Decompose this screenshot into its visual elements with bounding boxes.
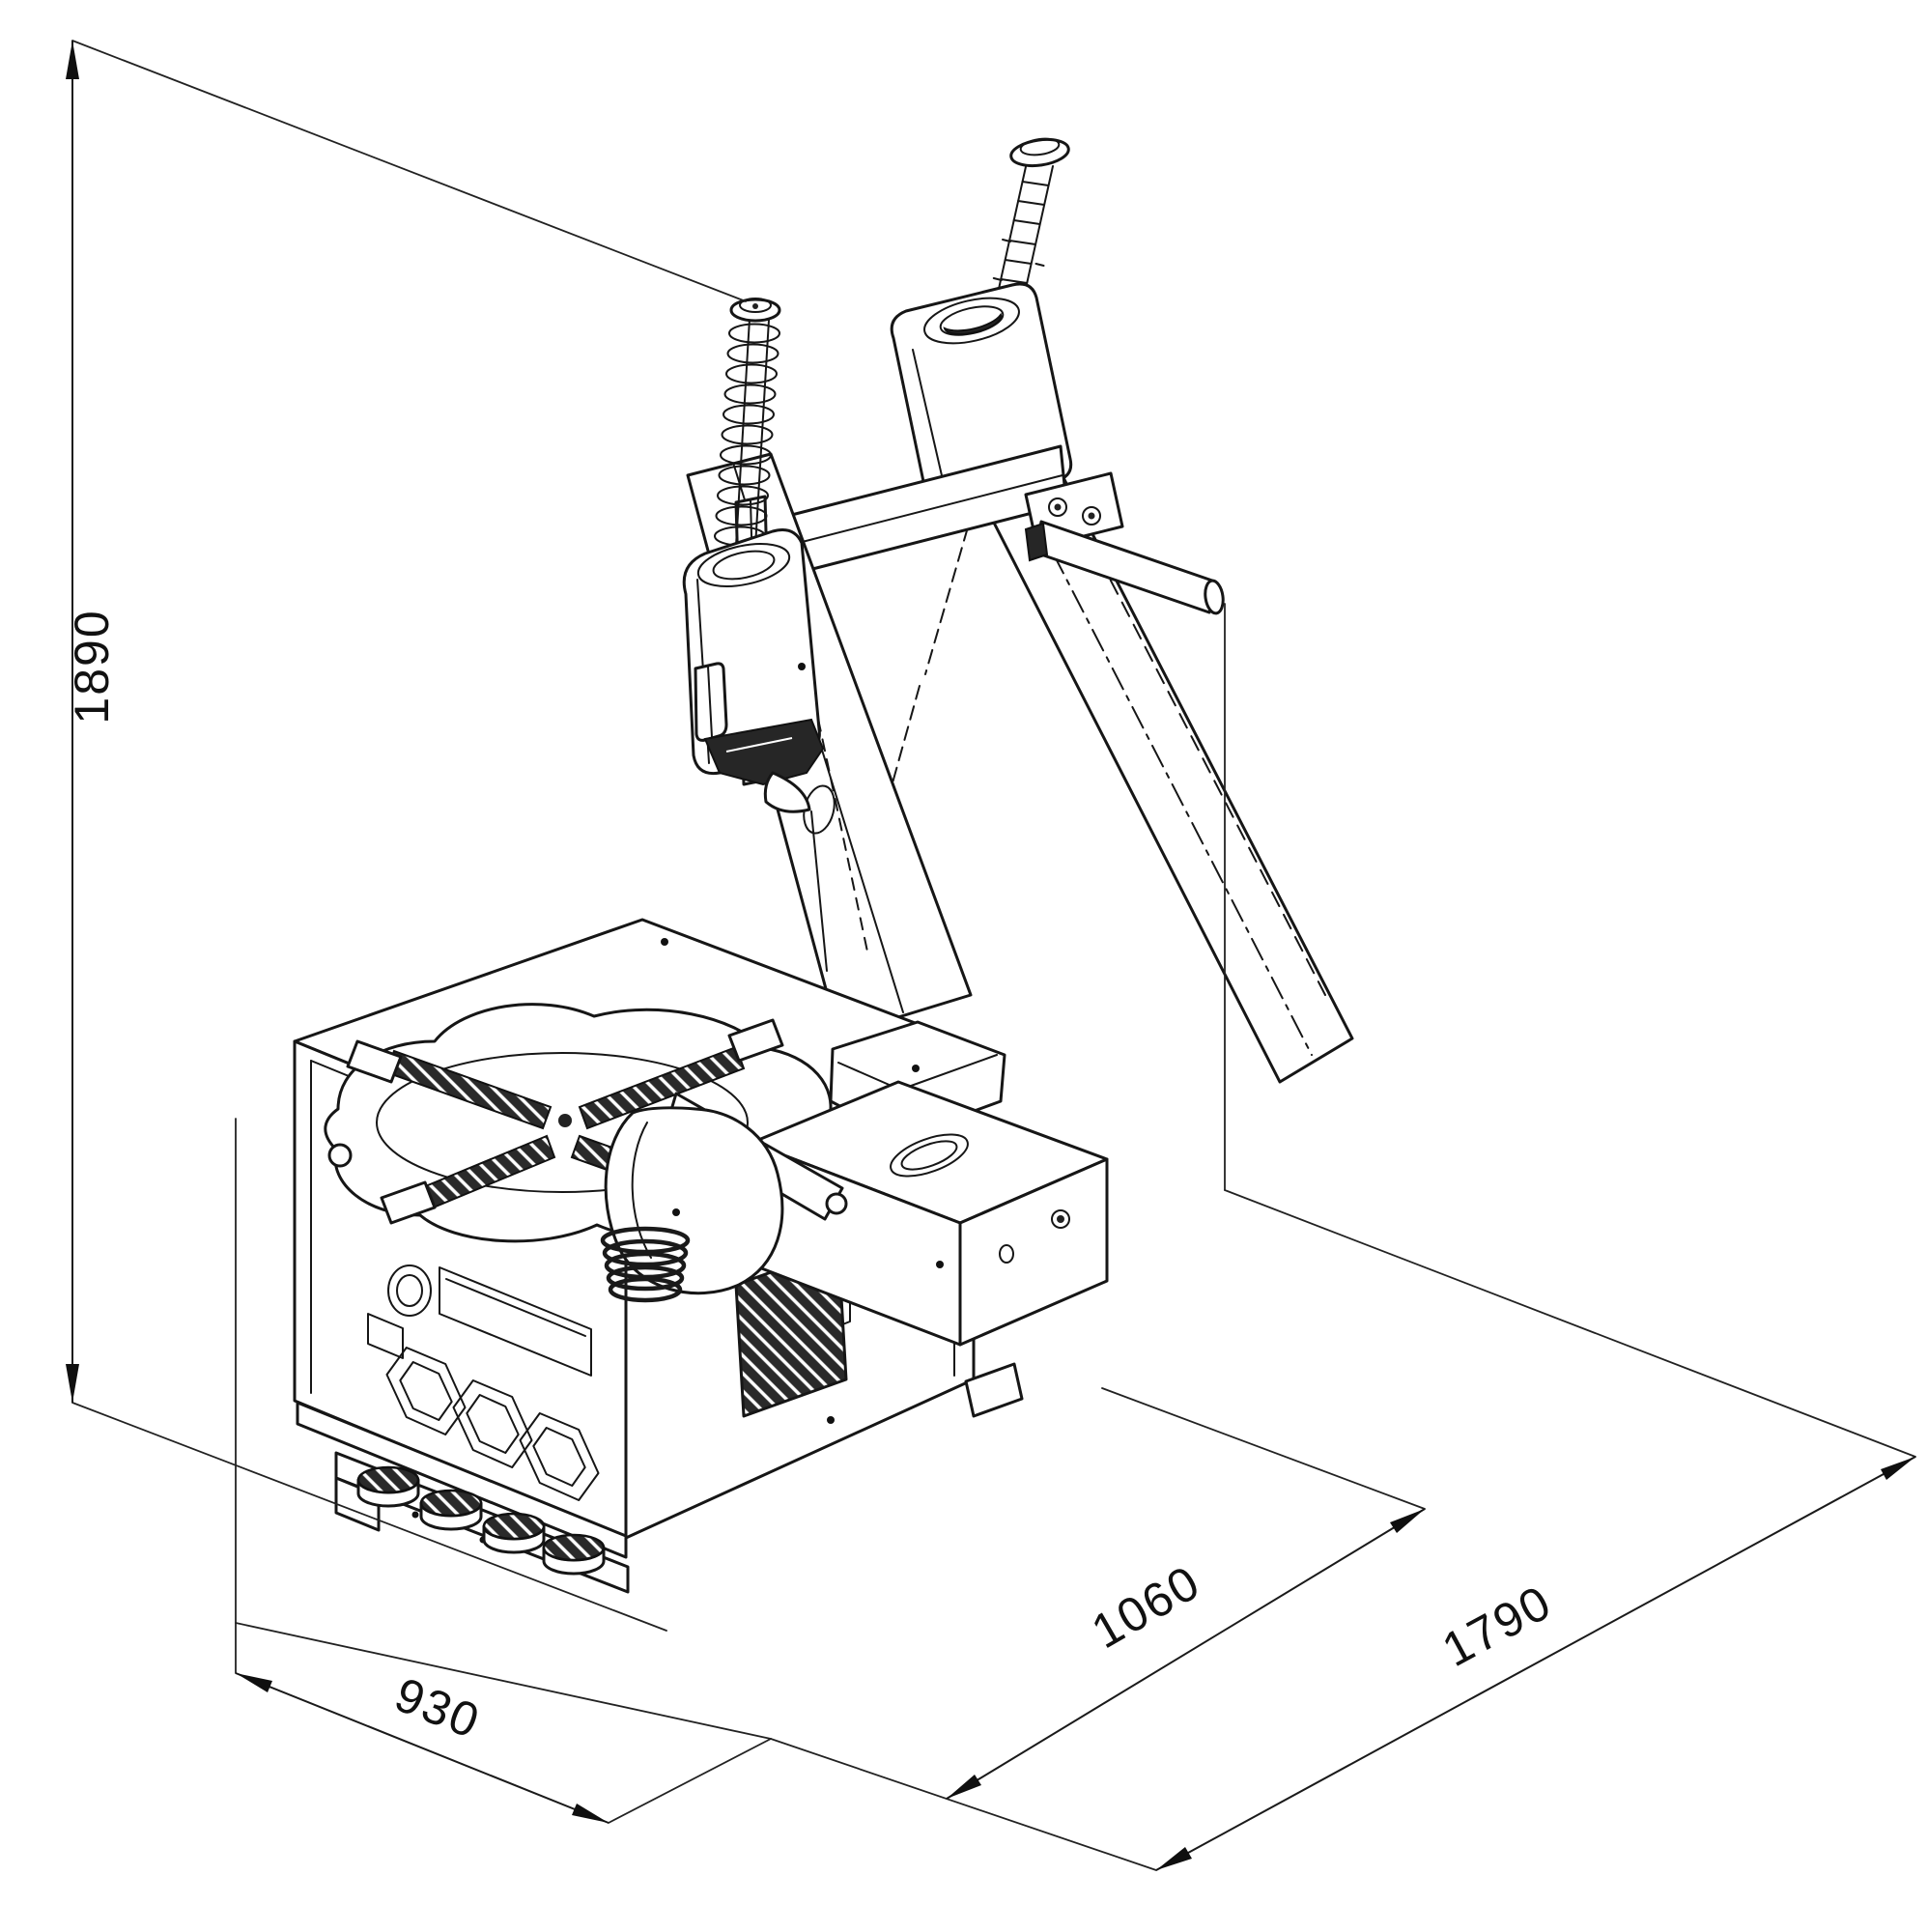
dimension-label-width: 930: [387, 1667, 488, 1749]
coil-hose: [600, 1226, 691, 1303]
dimension-label-height: 1890: [65, 609, 119, 724]
bolt-dots: [661, 663, 944, 1424]
pedal-knobs: [356, 1465, 606, 1576]
machine-illustration: [293, 137, 1354, 1594]
dimension-label-depth: 1060: [1083, 1554, 1209, 1659]
mount-tool-head: [703, 718, 828, 972]
hex-vents: [385, 1347, 600, 1501]
bead-breaker: [604, 1092, 848, 1295]
dimension-label-overall-depth: 1790: [1433, 1575, 1561, 1677]
dimension-width: 930: [235, 1118, 772, 1824]
pedals: [334, 1451, 630, 1594]
tool-carriage: [682, 528, 821, 776]
handle-bar: [1024, 471, 1225, 615]
dimension-overall-depth: 1790: [1155, 603, 1916, 1871]
dimension-depth: 1060: [770, 1387, 1426, 1871]
dimension-height: 1890: [65, 40, 747, 1632]
spring-rod: [712, 298, 781, 567]
